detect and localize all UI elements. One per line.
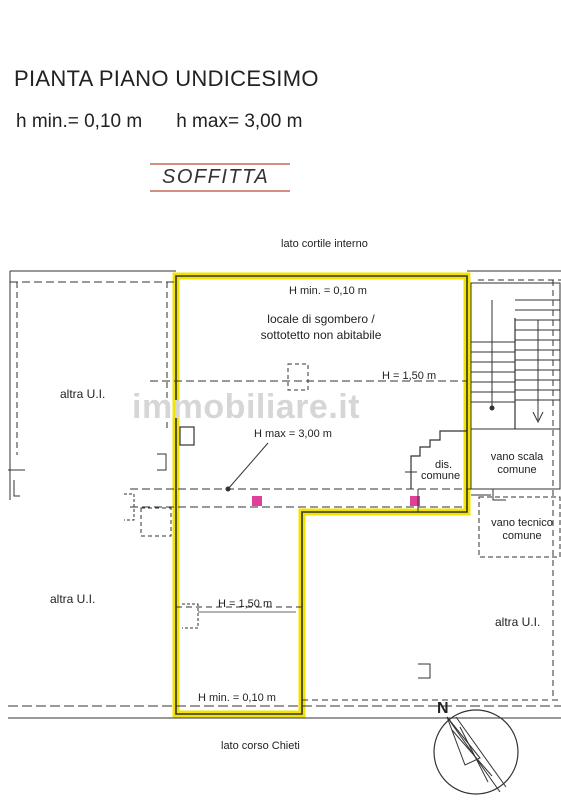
- left-edge-marks: [8, 469, 25, 497]
- height-150-lower-label: H = 1,50 m: [218, 598, 273, 610]
- stairwell-room: [470, 428, 561, 490]
- height-summary: h min.= 0,10 m h max= 3,00 m: [16, 111, 302, 133]
- plan-title: PIANTA PIANO UNDICESIMO: [14, 66, 319, 91]
- side-label-top: lato cortile interno: [281, 238, 368, 250]
- hmax-leader: [227, 442, 269, 490]
- skylight-lower: [182, 603, 199, 629]
- hmax-point: [225, 486, 231, 492]
- tech-room-label: vano tecnico comune: [482, 517, 561, 543]
- height-min-top-label: H min. = 0,10 m: [289, 285, 367, 297]
- marker-right: [410, 496, 420, 506]
- compass-needle: [446, 716, 507, 793]
- other-unit-left-bottom: altra U.I.: [50, 592, 96, 606]
- height-150-right-label: H = 1,50 m: [382, 370, 437, 382]
- stair-rail-end: [489, 405, 495, 411]
- tech-room: [478, 496, 561, 558]
- small-bracket-right: [418, 663, 431, 679]
- stair-direction-arrow: [532, 320, 544, 424]
- chimney-left: [179, 426, 195, 446]
- side-label-bottom: lato corso Chieti: [221, 740, 300, 752]
- stairwell-label-line1: vano scala: [490, 451, 544, 463]
- corridor-label-line1: dis.: [435, 459, 453, 471]
- unit-boundary-wall: [175, 275, 468, 715]
- corridor-stepped-wall: [410, 430, 467, 489]
- north-label: N: [437, 700, 449, 717]
- skylight-upper: [287, 363, 309, 391]
- stair-steps: [471, 299, 560, 403]
- watermark-logo: immobiliare.it: [132, 388, 361, 426]
- tech-room-label-line2: comune: [502, 530, 542, 542]
- marker-left: [252, 496, 262, 506]
- other-unit-left-top: altra U.I.: [60, 387, 106, 401]
- skylight-left: [140, 507, 172, 537]
- room-name-line1: locale di sgombero /: [267, 312, 375, 326]
- stairwell-label-line2: comune: [497, 464, 537, 476]
- height-min-bottom-label: H min. = 0,10 m: [198, 692, 276, 704]
- compass-circle: [433, 709, 519, 795]
- height-min: h min.= 0,10 m: [16, 111, 143, 132]
- door-mark: [492, 489, 506, 501]
- tech-room-label-line1: vano tecnico: [491, 517, 553, 529]
- other-unit-right: altra U.I.: [495, 615, 541, 629]
- height-max: h max= 3,00 m: [176, 111, 303, 132]
- room-type-label: SOFFITTA: [162, 166, 270, 188]
- height-max-center-label: H max = 3,00 m: [254, 428, 332, 440]
- stairwell-label: vano scala comune: [477, 451, 557, 477]
- corridor-label-line2: comune: [421, 470, 461, 482]
- small-bracket-left: [157, 453, 167, 471]
- room-name-line2: sottotetto non abitabile: [260, 328, 382, 342]
- room-name: locale di sgombero / sottotetto non abit…: [236, 311, 406, 343]
- small-bracket-left-b: [124, 493, 135, 521]
